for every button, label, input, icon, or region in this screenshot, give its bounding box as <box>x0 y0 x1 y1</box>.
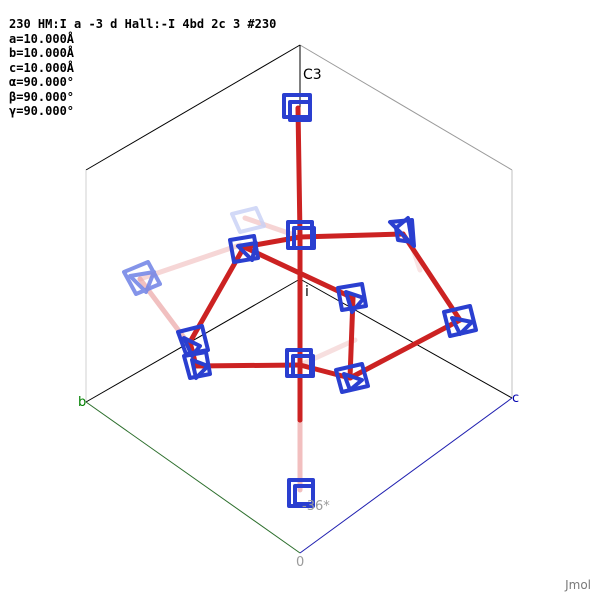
c3-axis-label: C3 <box>303 67 322 83</box>
atom-lower-right <box>334 362 370 394</box>
space-group-line: 230 HM:I a -3 d Hall:-I 4bd 2c 3 #230 <box>9 17 277 31</box>
atom-far-left <box>122 260 162 296</box>
beta-line: β=90.000° <box>9 89 75 104</box>
cell-b-line: b=10.000Å <box>9 46 75 60</box>
atom-left-mid <box>176 324 210 358</box>
atom-far-upper <box>230 206 266 234</box>
atom-bottom <box>287 478 315 508</box>
jmol-watermark: Jmol <box>565 578 591 592</box>
atom-right-upper <box>388 216 416 248</box>
atom-sites-faded <box>122 206 266 296</box>
atom-left-upper <box>228 234 260 264</box>
background-bonds <box>137 215 423 493</box>
atom-mid <box>336 282 368 314</box>
cell-a-line: a=10.000Å <box>9 31 75 46</box>
gamma-line: γ=90.000° <box>9 104 75 118</box>
atom-left-low <box>182 350 212 380</box>
alpha-line: α=90.000° <box>9 75 75 89</box>
b-axis-label: b <box>78 395 86 410</box>
atom-right-lower <box>442 304 478 338</box>
origin-label: 0 <box>296 555 304 570</box>
atom-top <box>282 93 312 122</box>
inversion-label: i <box>305 284 309 300</box>
atom-sites <box>176 93 478 508</box>
cell-c-line: c=10.000Å <box>9 60 75 75</box>
c-axis-label: c <box>512 391 519 406</box>
atom-center <box>286 220 316 250</box>
atom-lower-center <box>285 348 315 378</box>
rotoinversion-label: -36* <box>302 499 330 514</box>
